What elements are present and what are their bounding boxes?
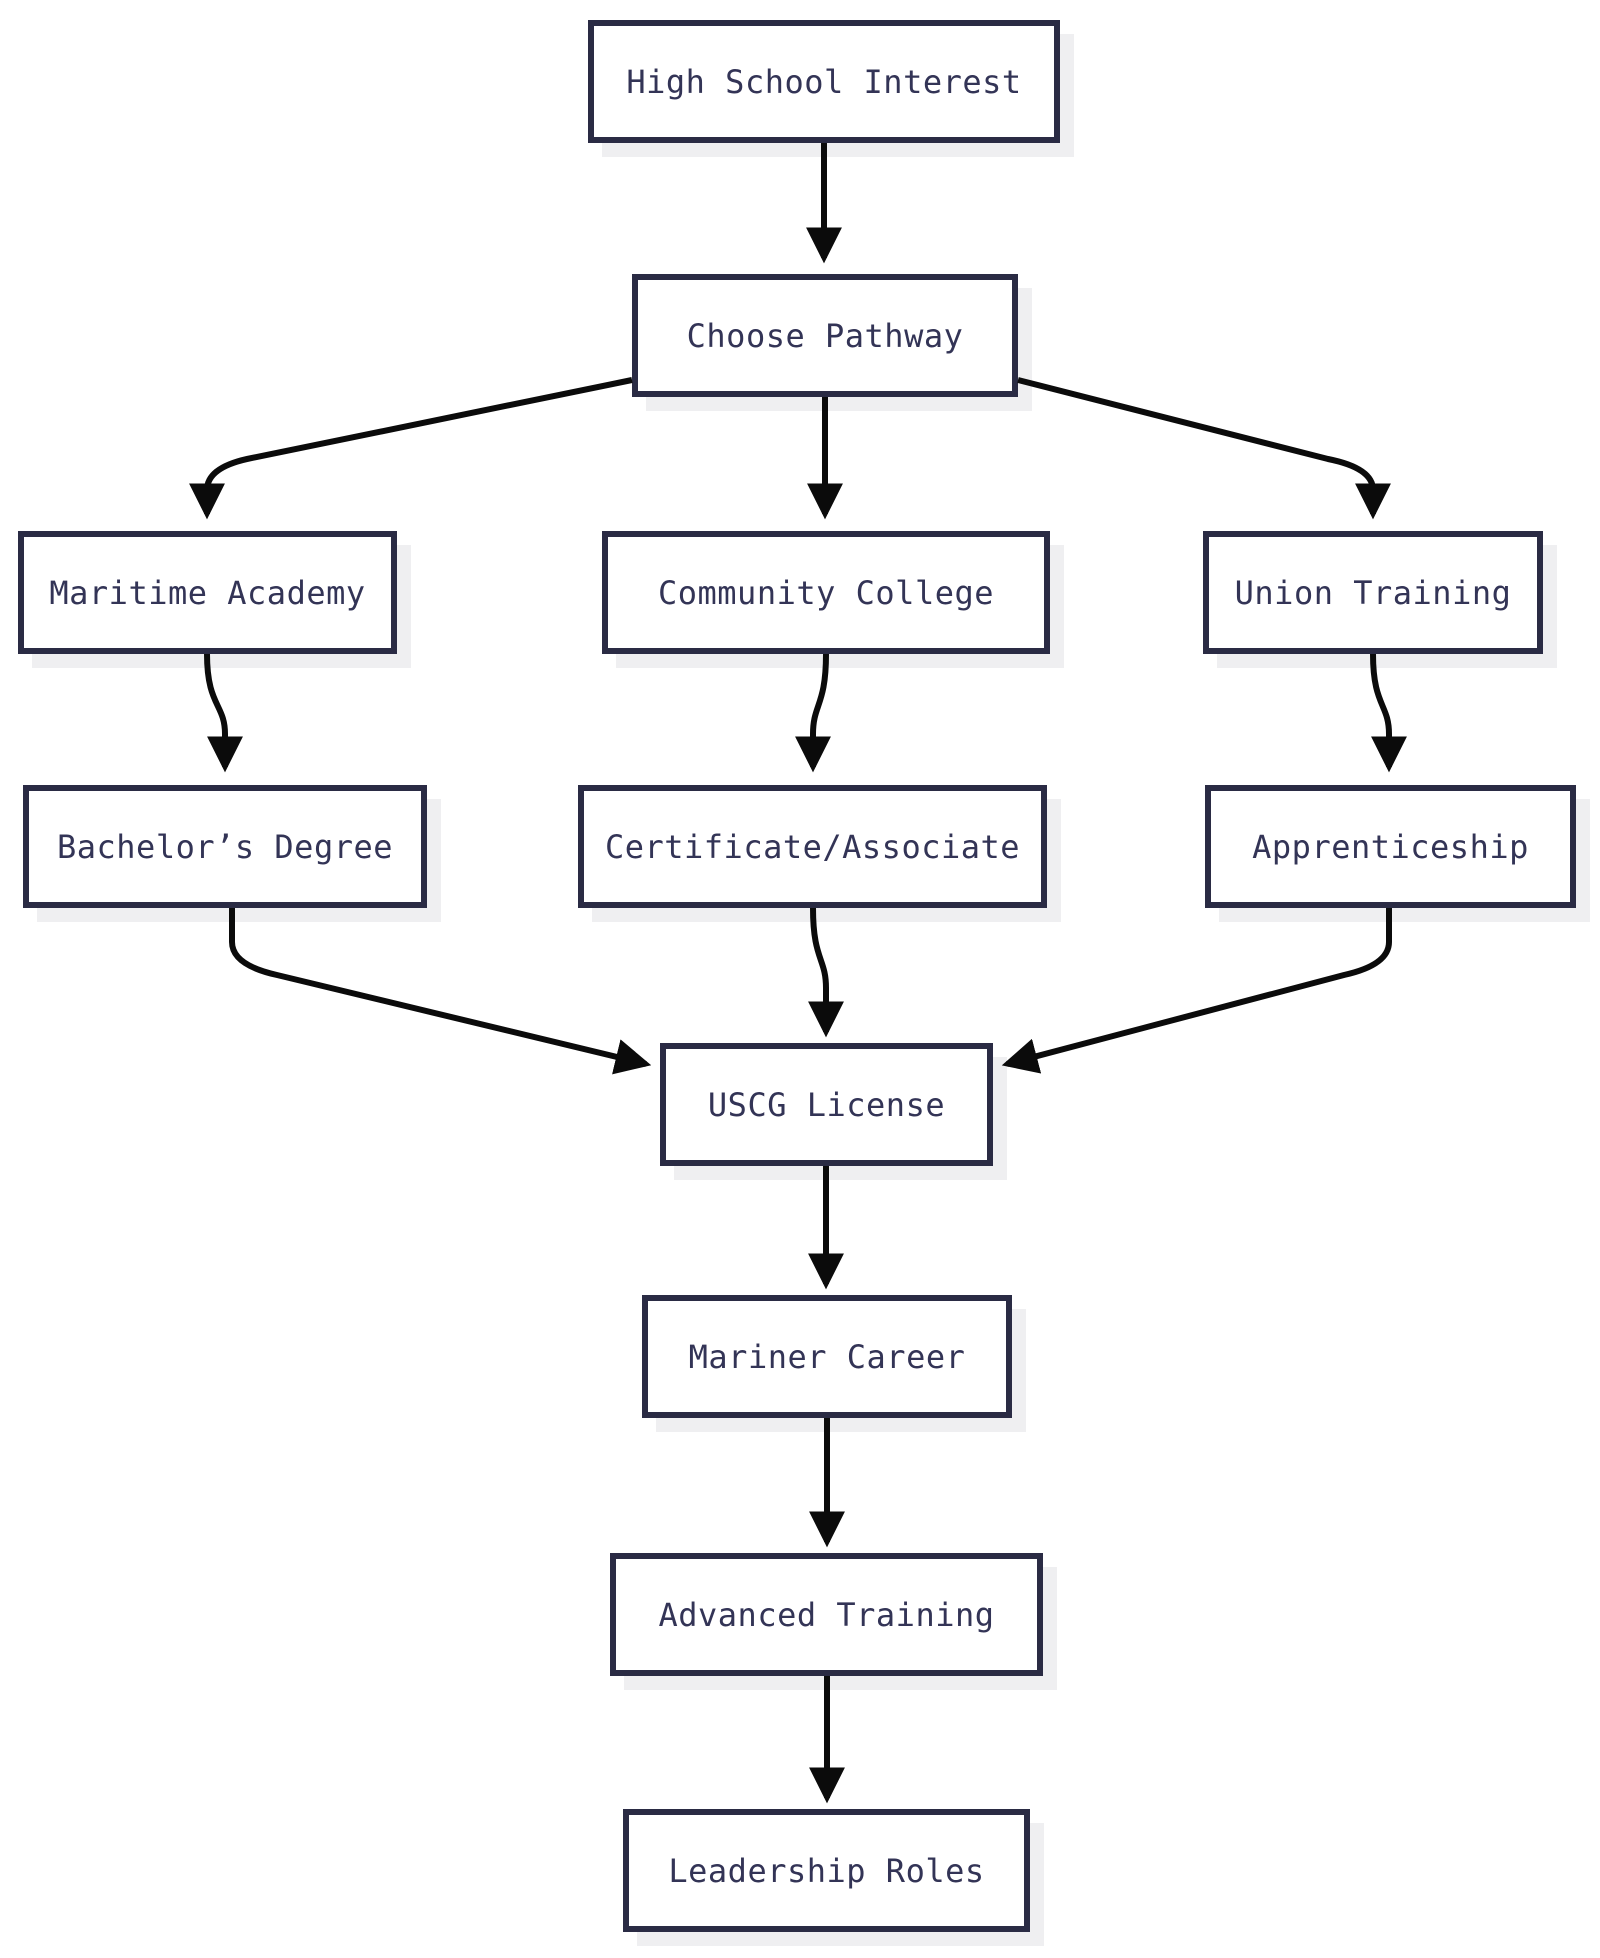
node-label: Bachelor’s Degree — [56, 827, 393, 866]
node-mariner-career: Mariner Career — [642, 1295, 1012, 1418]
node-label: Apprenticeship — [1252, 827, 1529, 866]
node-label: Community College — [657, 573, 994, 612]
node-leadership-roles: Leadership Roles — [623, 1809, 1030, 1932]
node-label: Choose Pathway — [686, 316, 964, 355]
edge-union-to-apprentice — [1370, 653, 1407, 773]
node-advanced-training: Advanced Training — [610, 1553, 1043, 1676]
node-label: Maritime Academy — [49, 573, 366, 612]
edge-bachelor-to-uscg — [229, 908, 652, 1075]
node-label: Advanced Training — [658, 1595, 995, 1634]
node-label: Certificate/Associate — [604, 827, 1021, 866]
node-maritime-academy: Maritime Academy — [18, 531, 397, 654]
node-label: Mariner Career — [688, 1337, 966, 1376]
node-union-training: Union Training — [1203, 531, 1543, 654]
node-uscg-license: USCG License — [660, 1043, 993, 1166]
edge-apprentice-to-uscg — [1001, 908, 1392, 1074]
node-label: Union Training — [1234, 573, 1512, 612]
node-choose-pathway: Choose Pathway — [632, 274, 1018, 397]
node-community-college: Community College — [602, 531, 1050, 654]
node-apprenticeship: Apprenticeship — [1205, 785, 1576, 908]
edge-college-to-cert — [795, 653, 831, 773]
edge-academy-to-bachelor — [204, 653, 243, 773]
node-label: USCG License — [707, 1085, 946, 1124]
node-certificate-associate: Certificate/Associate — [578, 785, 1047, 908]
node-label: Leadership Roles — [668, 1851, 985, 1890]
edge-cert-to-uscg — [808, 907, 844, 1038]
edge-choose-to-academy — [189, 377, 633, 520]
node-label: High School Interest — [626, 62, 1022, 101]
edge-choose-to-union — [1017, 377, 1391, 520]
node-high-school-interest: High School Interest — [588, 20, 1060, 143]
node-bachelors-degree: Bachelor’s Degree — [23, 785, 427, 908]
